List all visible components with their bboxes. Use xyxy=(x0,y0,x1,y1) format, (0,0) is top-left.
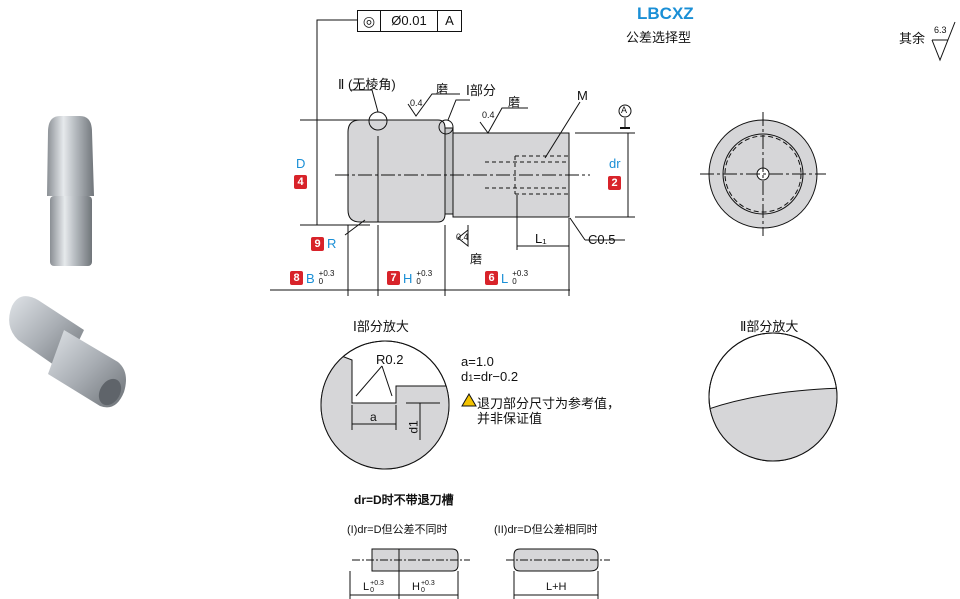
part2-label: Ⅱ (无棱角) xyxy=(338,77,396,92)
bottom-heading: dr=D时不带退刀槽 xyxy=(354,493,454,507)
dim-d-label: D xyxy=(296,156,306,171)
dim-h-label: H xyxy=(403,270,413,286)
roughness-2: 0.4 xyxy=(482,110,495,120)
grind-label-3: 磨 xyxy=(470,252,483,266)
badge-8: 8 xyxy=(290,271,303,285)
page-subtitle: 公差选择型 xyxy=(626,30,692,45)
roughness-1: 0.4 xyxy=(410,98,423,108)
detail1-title: Ⅰ部分放大 xyxy=(353,319,409,334)
m-label: M xyxy=(577,88,588,103)
warning-line-1: 退刀部分尺寸为参考值， xyxy=(477,396,621,411)
surface-other-label: 其余 xyxy=(899,31,926,46)
badge-7: 7 xyxy=(387,271,400,285)
tolerance-frame: ◎ Ø0.01 A xyxy=(357,10,462,32)
dim-l1-label: L₁ xyxy=(535,231,547,246)
surface-other-value: 6.3 xyxy=(934,25,947,35)
pin-photo-angled xyxy=(9,296,126,408)
pin-photo-upright xyxy=(47,116,94,266)
case2-label: (II)dr=D但公差相同时 xyxy=(494,524,598,536)
page-title: LBCXZ xyxy=(637,4,694,23)
dim-r-label: R xyxy=(327,236,337,251)
dim-dr-label: dr xyxy=(609,156,621,171)
part1-label: Ⅰ部分 xyxy=(466,83,496,98)
dim-r: 9 R xyxy=(311,236,336,251)
grind-label-1: 磨 xyxy=(436,82,449,96)
detail1-d1-label: d1 xyxy=(406,420,421,434)
grind-label-2: 磨 xyxy=(508,95,521,109)
chamfer-label: C0.5 xyxy=(588,232,616,247)
warning-line-2: 并非保证值 xyxy=(477,411,543,426)
dim-l-label: L xyxy=(501,270,509,286)
dim-b-label: B xyxy=(306,270,315,286)
detail1-r-label: R0.2 xyxy=(376,352,404,367)
detail1-a-label: a xyxy=(370,410,377,424)
datum-a-label: A xyxy=(621,105,628,115)
badge-4: 4 xyxy=(294,172,307,190)
concentricity-icon: ◎ xyxy=(358,11,381,31)
badge-2: 2 xyxy=(608,173,621,191)
tolerance-datum: A xyxy=(445,13,454,28)
tolerance-value: Ø0.01 xyxy=(381,11,438,31)
note-d1: d1=dr−0.2 xyxy=(461,369,519,384)
case2-dim-lh: L+H xyxy=(546,581,567,593)
case1-label: (I)dr=D但公差不同时 xyxy=(347,524,448,536)
detail2-title: Ⅱ部分放大 xyxy=(740,319,799,334)
badge-9: 9 xyxy=(311,236,324,251)
roughness-3: 0.4 xyxy=(456,232,469,242)
badge-6: 6 xyxy=(485,271,498,285)
note-a: a=1.0 xyxy=(461,354,494,369)
